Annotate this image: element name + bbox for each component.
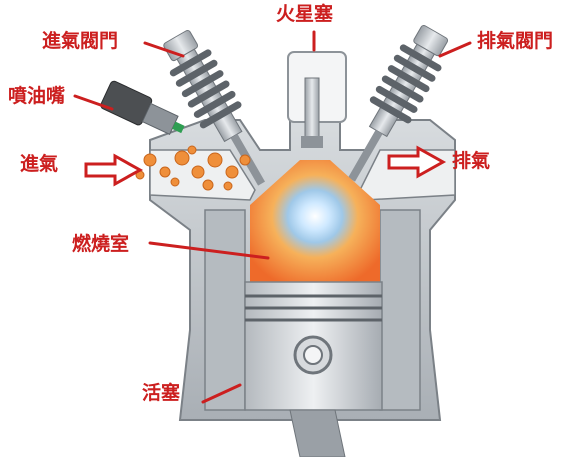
fuel-droplets	[135, 145, 251, 191]
fuel-injector	[100, 80, 185, 135]
intake-label: 進氣	[20, 153, 59, 175]
intake-valve-label: 進氣閥門	[42, 30, 119, 52]
piston	[244, 281, 383, 457]
combustion-chamber-leader	[148, 241, 270, 260]
exhaust-label: 排氣	[452, 150, 491, 172]
piston-leader	[201, 383, 242, 404]
piston-label: 活塞	[142, 382, 181, 404]
injector-label: 噴油嘴	[8, 85, 66, 107]
combustion-chamber-label: 燃燒室	[72, 233, 130, 255]
intake-arrow	[84, 153, 144, 187]
exhaust-valve	[348, 24, 449, 182]
intake-valve	[163, 29, 265, 186]
intake-valve-leader	[143, 41, 185, 58]
spark-plug-label: 火星塞	[276, 3, 334, 25]
spark-plug	[287, 51, 347, 148]
injector-leader	[73, 94, 114, 111]
exhaust-valve-leader	[438, 41, 472, 58]
combustion-chamber	[250, 160, 380, 285]
exhaust-valve-label: 排氣閥門	[477, 30, 554, 52]
exhaust-arrow	[387, 145, 447, 179]
